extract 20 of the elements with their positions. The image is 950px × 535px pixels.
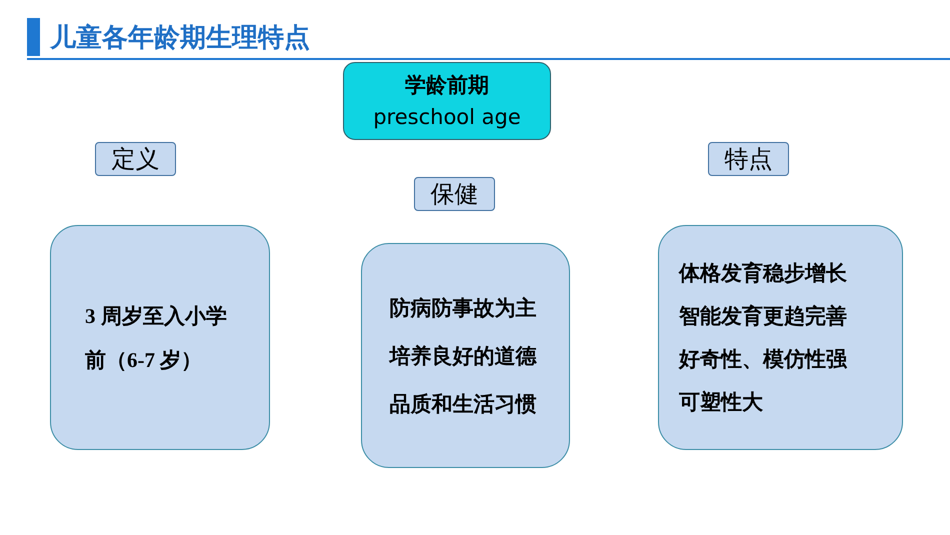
- tag-text: 定义: [112, 147, 160, 171]
- body-text: 防病防事故为主: [390, 294, 538, 322]
- body-text: 智能发育更趋完善: [679, 302, 847, 330]
- category-tag: [95, 142, 176, 176]
- content-box: [50, 225, 270, 450]
- body-text: 体格发育稳步增长: [679, 260, 847, 286]
- tag-text: 特点: [724, 147, 772, 171]
- content-box: [658, 225, 903, 450]
- body-text: 培养良好的道德品质和生活习惯: [390, 342, 538, 418]
- heading-text: preschool age: [373, 104, 521, 131]
- slide-title: 儿童各年龄期生理特点: [50, 22, 310, 55]
- tag-text: 保健: [430, 182, 478, 206]
- category-tag: [414, 177, 495, 211]
- body-text: 3 周岁至入小学前（6-7 岁）: [85, 302, 228, 374]
- body-text: 可塑性大: [679, 388, 763, 416]
- stage-box: [343, 62, 551, 140]
- body-text: 好奇性、模仿性强: [679, 346, 847, 372]
- heading-text: 学龄前期: [405, 72, 489, 99]
- category-tag: [708, 142, 789, 176]
- content-box: [361, 243, 570, 468]
